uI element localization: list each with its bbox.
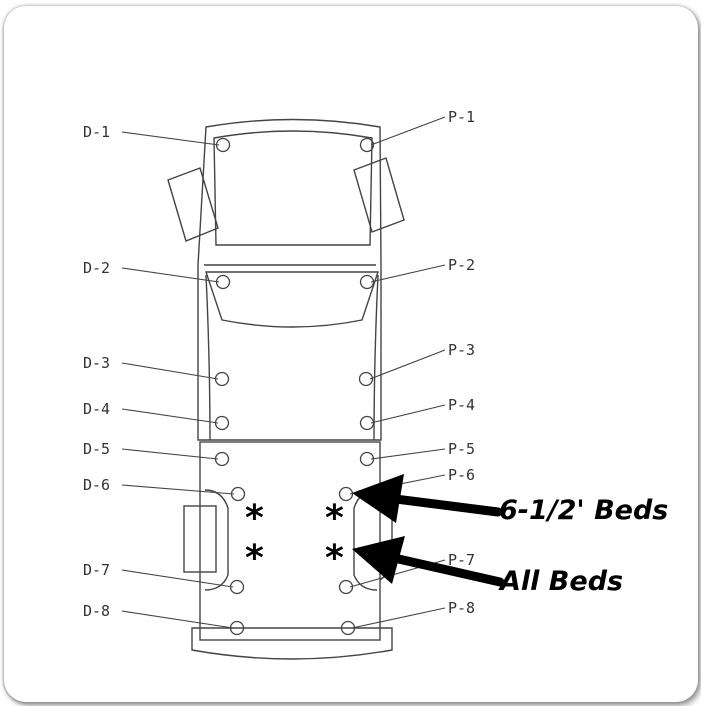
leader-d7 (121, 569, 234, 588)
mount-points (214, 137, 375, 636)
leader-p2 (370, 264, 446, 283)
leader-d2 (121, 267, 220, 283)
label-d7: D-7 (83, 561, 110, 579)
leader-d5 (121, 448, 219, 460)
label-d5: D-5 (83, 440, 110, 458)
bed-outline (199, 441, 381, 641)
leader-p4 (370, 404, 446, 424)
diagram-card (4, 6, 698, 702)
mirror-left (167, 167, 219, 242)
fender-flare-left (183, 505, 217, 573)
annotation-all-beds: All Beds (498, 566, 623, 597)
label-p2: P-2 (448, 256, 475, 274)
mount-labels: D-1 D-2 D-3 D-4 D-5 D-6 D-7 D-8 P-1 P-2 … (83, 108, 475, 620)
mirror-right (353, 157, 405, 233)
label-p3: P-3 (448, 341, 475, 359)
label-d1: D-1 (83, 123, 110, 141)
leader-p8 (351, 607, 446, 629)
wheel-well-left (204, 489, 229, 591)
mount-circle-p2 (359, 274, 375, 290)
annotation-short-beds: 6-1/2' Beds (499, 495, 668, 526)
arrow-head-all-beds (352, 536, 405, 584)
label-d2: D-2 (83, 259, 110, 277)
cab-left-side (205, 274, 211, 441)
truck-outline (167, 118, 405, 660)
label-p8: P-8 (448, 599, 475, 617)
mount-circle-p3 (358, 371, 374, 387)
rear-window (205, 271, 379, 328)
rear-bumper (191, 627, 393, 660)
bed-annotations: 6-1/2' Beds All Beds (498, 495, 668, 597)
asterisk-left-top: * (245, 498, 264, 539)
label-p4: P-4 (448, 396, 475, 414)
label-p6: P-6 (448, 466, 475, 484)
label-d6: D-6 (83, 476, 110, 494)
leader-p1 (370, 116, 446, 146)
mount-circle-p1 (359, 137, 375, 153)
asterisk-right-top: * (325, 498, 344, 539)
label-p1: P-1 (448, 108, 475, 126)
label-d8: D-8 (83, 602, 110, 620)
asterisk-markers: * * * * (245, 498, 344, 579)
leader-p3 (369, 349, 446, 380)
leader-d4 (121, 408, 219, 424)
leader-d1 (121, 131, 220, 146)
leader-d6 (121, 484, 235, 495)
windshield (213, 130, 373, 246)
arrow-head-short-beds (352, 474, 404, 523)
leader-d3 (121, 362, 219, 380)
mount-circle-p4 (359, 415, 375, 431)
asterisk-left-bottom: * (245, 538, 264, 579)
label-p5: P-5 (448, 440, 475, 458)
leader-p5 (370, 448, 446, 460)
callout-arrows (352, 474, 505, 587)
cab-outline (197, 118, 382, 441)
label-p7: P-7 (448, 551, 475, 569)
cab-right-side (373, 274, 379, 441)
mount-circle-p7 (338, 579, 354, 595)
asterisk-right-bottom: * (325, 538, 344, 579)
label-d3: D-3 (83, 354, 110, 372)
leader-d8 (121, 610, 234, 629)
label-d4: D-4 (83, 400, 110, 418)
